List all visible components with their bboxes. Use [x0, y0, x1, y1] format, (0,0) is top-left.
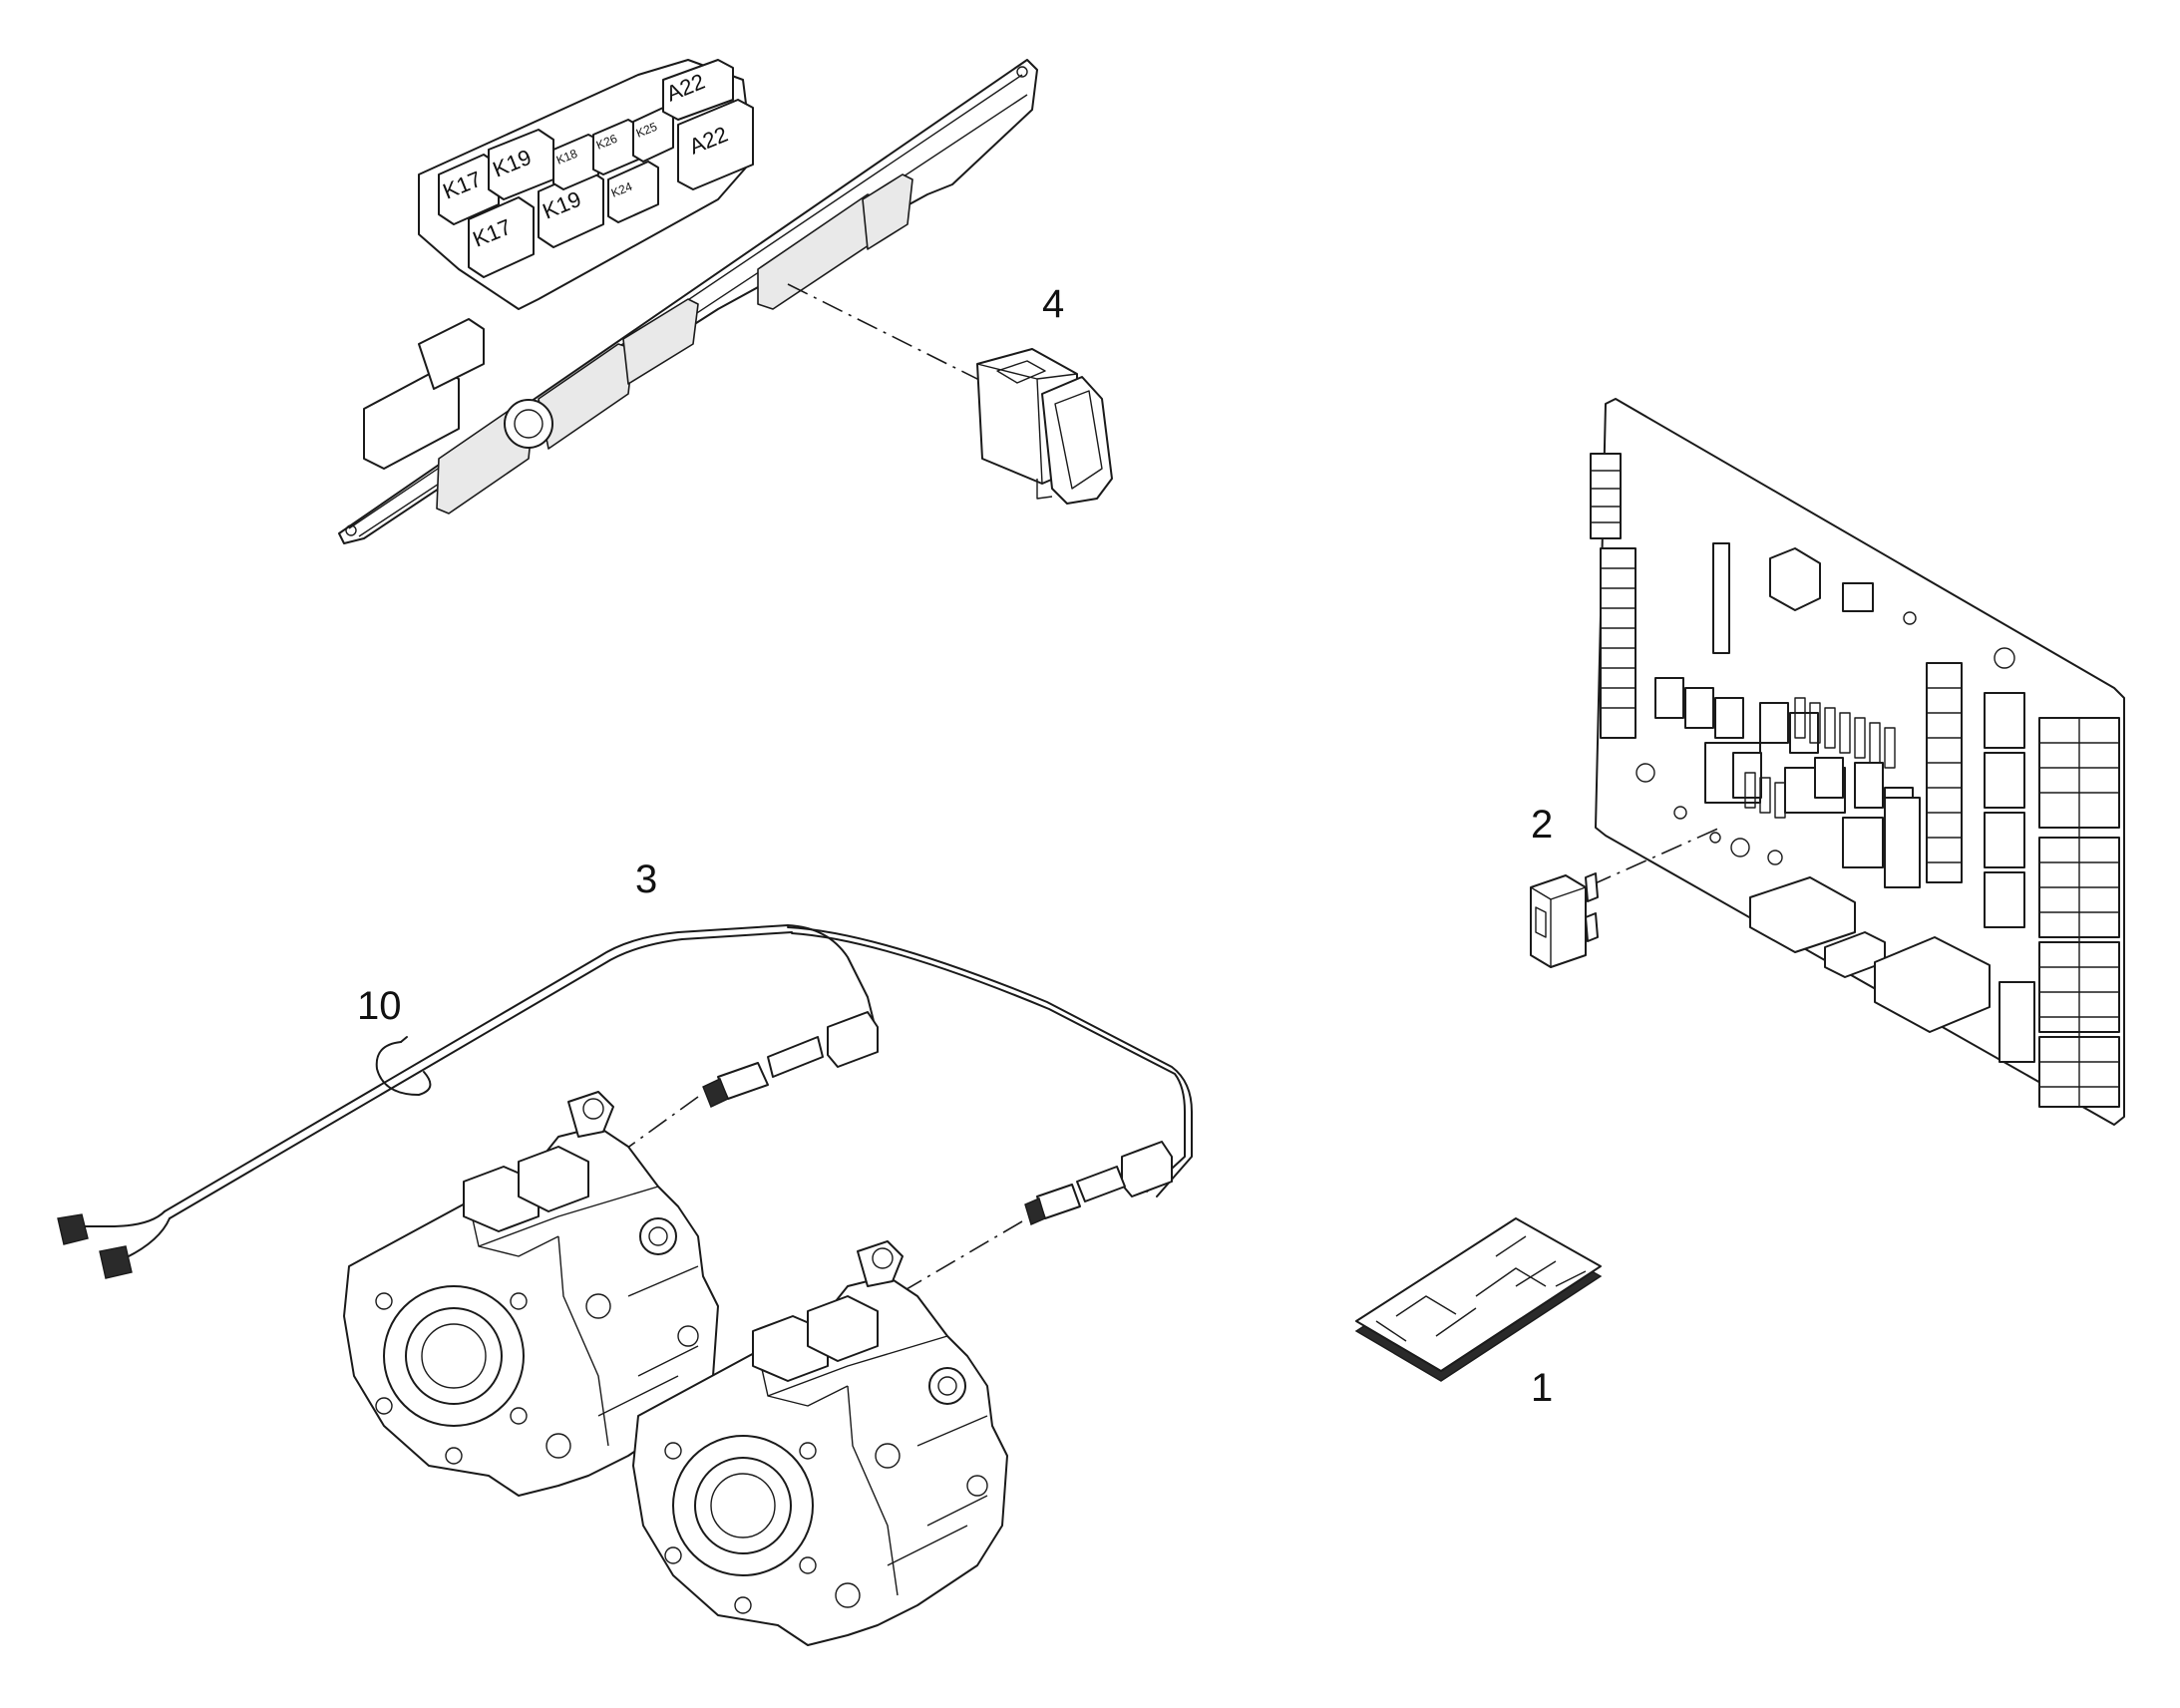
harness-end-plug-1	[57, 1213, 89, 1245]
hydraulic-pump-1	[343, 1091, 719, 1497]
leader-line-pump-2	[877, 1220, 1023, 1307]
leader-line-4	[787, 283, 988, 385]
relay-a22-lower	[677, 99, 754, 190]
relay-a22-upper	[662, 59, 734, 121]
board-edge-connectors-right	[1998, 717, 2120, 1108]
wiring-diagram-booklet-item-1	[1354, 1217, 1603, 1382]
harness-connector-1	[827, 1011, 879, 1068]
harness-end-plug-2	[99, 1245, 133, 1279]
rocker-switch-item-4	[976, 348, 1113, 505]
panel-switch-slots	[363, 173, 913, 514]
relay-k17-lower	[468, 196, 535, 278]
callout-3: 3	[635, 857, 657, 901]
cable-harness-item-3	[57, 924, 1193, 1279]
relay-k17-upper	[438, 154, 500, 225]
board-connector-strip	[1926, 662, 1963, 883]
callout-1: 1	[1531, 1366, 1553, 1410]
callout-10: 10	[357, 984, 402, 1028]
board-edge-connectors-left	[1590, 453, 1636, 739]
blade-fuse-item-2	[1530, 872, 1599, 968]
board-fuse-rows	[1744, 697, 1896, 819]
switch-panel-assembly: K17 K19 K17 K19 K18 K26 K25 K24 A22 A22	[338, 59, 1038, 544]
cable-tie-item-10	[375, 1036, 432, 1096]
callout-2: 2	[1531, 803, 1553, 847]
circuit-board	[1590, 398, 2125, 1126]
panel-knob	[504, 399, 553, 449]
hydraulic-pump-2	[632, 1240, 1008, 1646]
relay-block: K17 K19 K17 K19 K18 K26 K25 K24 A22 A22	[418, 59, 754, 310]
callout-4: 4	[1042, 282, 1064, 326]
leader-line-2	[1590, 827, 1721, 886]
